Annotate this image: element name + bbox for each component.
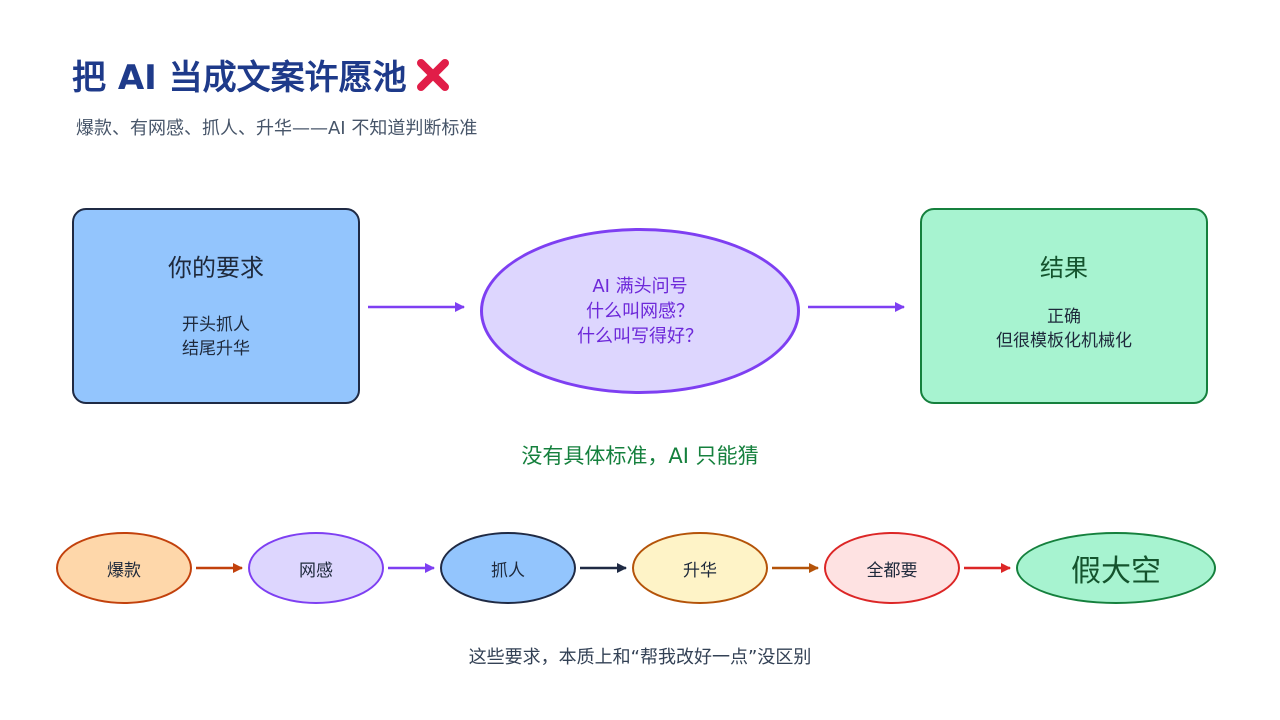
ai-confused-line: 什么叫网感？ [586, 300, 694, 322]
requirements-title: 你的要求 [168, 254, 264, 282]
chain-node-1: 爆款 [56, 532, 192, 604]
requirements-box: 你的要求 开头抓人 结尾升华 [72, 208, 360, 404]
chain-node-6: 假大空 [1016, 532, 1216, 604]
page-title: 把 AI 当成文案许愿池 [72, 50, 453, 99]
ai-confused-ellipse: AI 满头问号 什么叫网感？ 什么叫写得好？ [480, 228, 800, 394]
result-line: 正确 [1047, 307, 1081, 327]
chain-node-3: 抓人 [440, 532, 576, 604]
result-title: 结果 [1040, 254, 1088, 282]
result-box: 结果 正确 但很模板化机械化 [920, 208, 1208, 404]
bottom-caption: 这些要求，本质上和“帮我改好一点”没区别 [468, 647, 812, 668]
requirements-line: 开头抓人 [182, 315, 250, 335]
result-line: 但很模板化机械化 [996, 331, 1132, 351]
chain-node-5: 全都要 [824, 532, 960, 604]
page-subtitle: 爆款、有网感、抓人、升华——AI 不知道判断标准 [76, 118, 478, 139]
requirements-body: 开头抓人 结尾升华 [182, 313, 250, 361]
ai-confused-line: 什么叫写得好？ [577, 325, 703, 347]
chain-node-4: 升华 [632, 532, 768, 604]
middle-caption: 没有具体标准，AI 只能猜 [521, 444, 759, 468]
requirements-line: 结尾升华 [182, 339, 250, 359]
ai-confused-line: AI 满头问号 [592, 275, 688, 297]
result-body: 正确 但很模板化机械化 [996, 305, 1132, 353]
chain-node-2: 网感 [248, 532, 384, 604]
cross-mark-icon [413, 55, 453, 95]
page-title-text: 把 AI 当成文案许愿池 [72, 58, 407, 98]
